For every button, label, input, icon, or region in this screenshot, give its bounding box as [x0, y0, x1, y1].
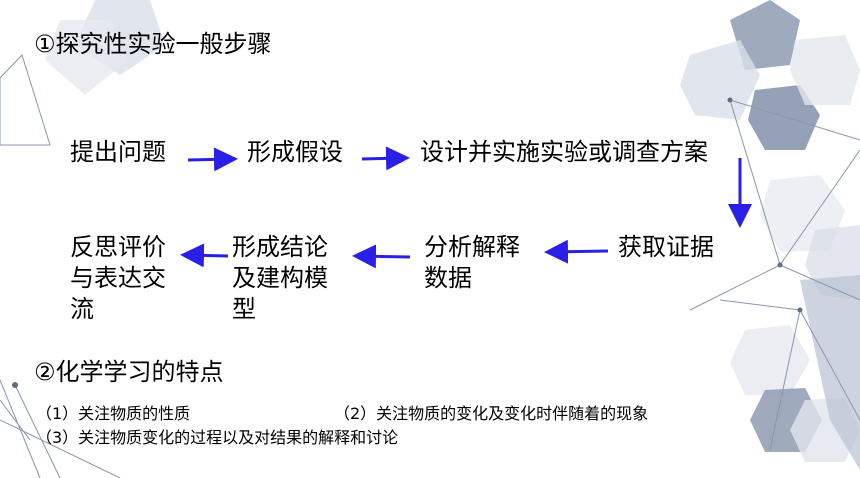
arrow-left-icon [544, 239, 609, 264]
step-analyze-data: 分析解释 数据 [424, 232, 520, 294]
step-design-experiment: 设计并实施实验或调查方案 [420, 138, 708, 166]
section2-heading: ②化学学习的特点 [34, 358, 224, 386]
feature-point-3: （3）关注物质变化的过程以及对结果的解释和讨论 [36, 428, 399, 447]
step-form-conclusion-line2: 及建构模 [232, 264, 328, 292]
step-form-conclusion-line1: 形成结论 [232, 233, 328, 261]
arrow-right-icon [361, 146, 410, 171]
step-form-hypothesis: 形成假设 [247, 138, 343, 166]
step-reflect-evaluate-line3: 流 [70, 295, 94, 323]
step-analyze-data-line2: 数据 [424, 264, 472, 292]
arrow-right-icon [187, 147, 238, 172]
step-form-conclusion-line3: 型 [232, 295, 256, 323]
step-reflect-evaluate-line2: 与表达交 [70, 264, 166, 292]
network-node-dots [12, 97, 803, 388]
feature-point-2: （2）关注物质的变化及变化时伴随着的现象 [334, 404, 649, 423]
step-reflect-evaluate: 反思评价 与表达交 流 [70, 232, 166, 325]
line-network-decoration [0, 54, 860, 478]
step-raise-question: 提出问题 [70, 138, 166, 166]
step-obtain-evidence: 获取证据 [618, 233, 714, 261]
step-form-conclusion: 形成结论 及建构模 型 [232, 232, 328, 325]
step-reflect-evaluate-line1: 反思评价 [70, 233, 166, 261]
section1-heading: ①探究性实验一般步骤 [34, 30, 272, 58]
hexagon-decoration [45, 0, 860, 470]
step-analyze-data-line1: 分析解释 [424, 233, 520, 261]
feature-point-1: （1）关注物质的性质 [36, 404, 191, 423]
arrow-left-icon [180, 243, 229, 268]
arrow-left-icon [352, 244, 411, 269]
